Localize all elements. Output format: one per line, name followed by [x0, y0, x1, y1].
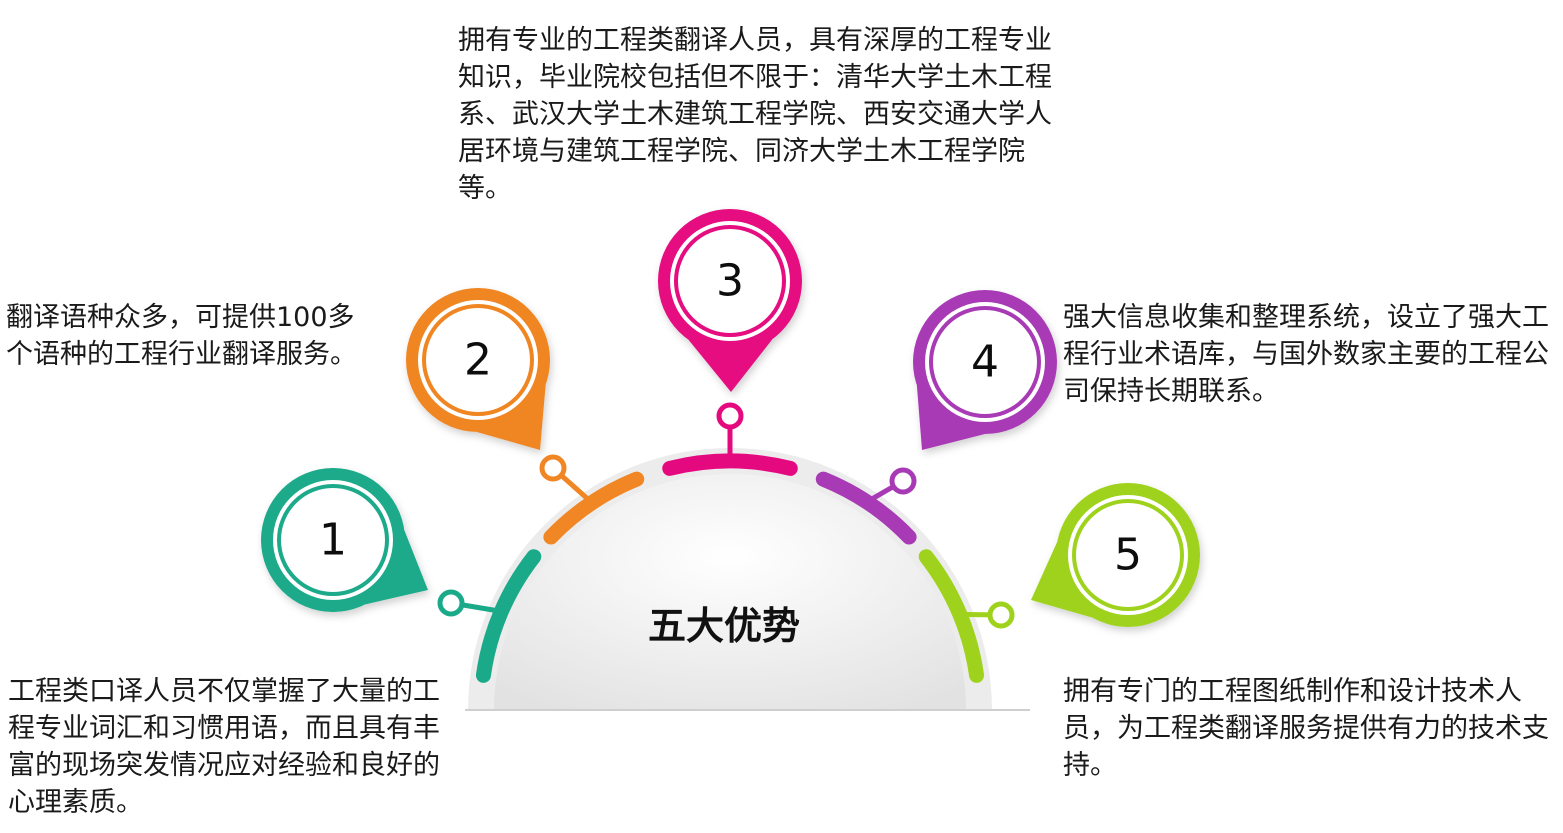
arc-segment-2 [543, 471, 645, 545]
pin-number-1: 1 [319, 515, 347, 566]
connector-dot-2 [539, 454, 567, 482]
pin-ring-4 [929, 306, 1041, 418]
pin-ring-5 [1072, 499, 1184, 611]
pin-5: 5 [1031, 483, 1200, 627]
item-2-description: 翻译语种众多，可提供100多个语种的工程行业翻译服务。 [6, 302, 357, 370]
item-3-description: 拥有专业的工程类翻译人员，具有深厚的工程专业知识，毕业院校包括但不限于：清华大学… [458, 25, 1052, 204]
pin-center-4 [937, 314, 1033, 410]
pin-2: 2 [406, 288, 550, 450]
pin-center-5 [1080, 507, 1176, 603]
center-title: 五大优势 [648, 604, 800, 648]
pin-center-2 [430, 312, 526, 408]
arc-segment-5 [918, 549, 985, 683]
connector-dot-1 [437, 589, 465, 617]
pin-3: 3 [658, 209, 802, 392]
pin-ring-1 [277, 484, 389, 596]
item-1-description: 工程类口译人员不仅掌握了大量的工程专业词汇和习惯用语，而且具有丰富的现场突发情况… [8, 676, 440, 818]
connector-dot-5 [987, 601, 1015, 629]
pin-tail-3 [688, 339, 773, 392]
pin-ring-3 [674, 225, 786, 337]
item-4-description: 强大信息收集和整理系统，设立了强大工程行业术语库，与国外数家主要的工程公司保持长… [1063, 302, 1549, 407]
arc-segment-4 [815, 471, 917, 545]
item-5-description: 拥有专门的工程图纸制作和设计技术人员，为工程类翻译服务提供有力的技术支持。 [1063, 676, 1549, 781]
center-dome [494, 474, 966, 710]
arc-segment-3 [662, 453, 798, 476]
pin-center-3 [682, 233, 778, 329]
connector-dot-3 [716, 402, 744, 430]
arc-segments [475, 453, 985, 683]
pins: 1 2 3 4 5 [261, 209, 1200, 627]
pin-number-2: 2 [464, 335, 492, 386]
pin-1: 1 [261, 468, 428, 612]
pin-number-5: 5 [1114, 530, 1142, 581]
connector-dot-4 [889, 467, 917, 495]
pin-4: 4 [913, 290, 1057, 450]
pin-number-4: 4 [971, 337, 999, 388]
pin-number-3: 3 [716, 256, 744, 307]
arc-segment-1 [475, 549, 542, 683]
pin-ring-2 [422, 304, 534, 416]
connectors [437, 402, 1015, 629]
pin-center-1 [285, 492, 381, 588]
